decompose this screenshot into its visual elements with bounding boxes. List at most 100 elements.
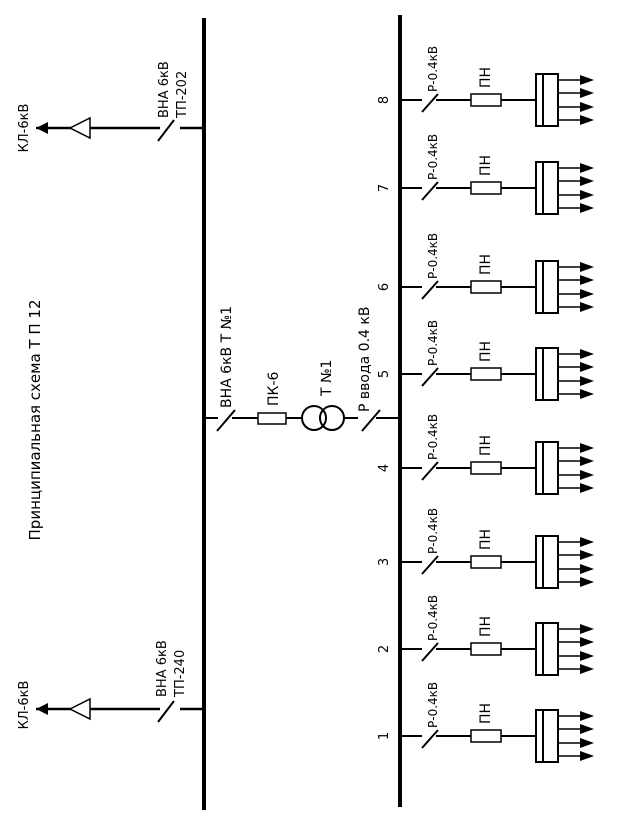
distribution-box-icon xyxy=(535,535,559,589)
feeder-4: 4 Р-0.4кВ ПН xyxy=(377,414,594,495)
arrow-icon xyxy=(580,577,594,587)
arrow-icon xyxy=(580,349,594,359)
switch-icon xyxy=(421,93,439,113)
fuse-icon xyxy=(470,729,502,743)
arrow-icon xyxy=(580,176,594,186)
feeder-number: 5 xyxy=(377,370,392,378)
arrow-icon xyxy=(580,262,594,272)
switch-icon xyxy=(421,181,439,201)
arrow-icon xyxy=(580,275,594,285)
fuse-label: ПН xyxy=(478,67,494,88)
arrow-icon xyxy=(580,302,594,312)
fuse-icon xyxy=(470,367,502,381)
arrow-icon xyxy=(580,443,594,453)
diagram-title: Принципиальная схема Т П 12 xyxy=(26,300,44,541)
cable-termination-icon xyxy=(68,116,91,140)
transformer-winding-icon xyxy=(301,405,327,431)
feeder-2: 2 Р-0.4кВ ПН xyxy=(377,595,594,676)
arrow-icon xyxy=(580,751,594,761)
fuse-icon xyxy=(470,280,502,294)
arrow-icon xyxy=(580,470,594,480)
fuse-icon xyxy=(470,642,502,656)
feeder-number: 4 xyxy=(377,464,392,472)
switch-label: Р-0.4кВ xyxy=(426,595,440,641)
arrow-icon xyxy=(580,624,594,634)
input-switch-label: Р ввода 0.4 кВ xyxy=(357,307,373,412)
distribution-box-icon xyxy=(535,73,559,127)
arrow-icon xyxy=(580,203,594,213)
arrow-icon xyxy=(580,115,594,125)
transformer-winding-icon xyxy=(319,405,345,431)
transformer-label: Т №1 xyxy=(319,360,335,397)
feeder-number: 3 xyxy=(377,558,392,566)
switch-label: Р-0.4кВ xyxy=(426,134,440,180)
arrow-icon xyxy=(36,122,48,134)
distribution-box-icon xyxy=(535,161,559,215)
cable-termination-icon xyxy=(68,697,91,721)
fuse-icon xyxy=(470,93,502,107)
arrow-icon xyxy=(580,389,594,399)
switch-label: Р-0.4кВ xyxy=(426,414,440,460)
fuse-icon xyxy=(257,412,287,425)
distribution-box-icon xyxy=(535,260,559,314)
arrow-icon xyxy=(36,703,48,715)
arrow-icon xyxy=(580,738,594,748)
arrow-icon xyxy=(580,75,594,85)
distribution-box-icon xyxy=(535,709,559,763)
fuse-label: ПН xyxy=(478,529,494,550)
fuse-label: ПН xyxy=(478,254,494,275)
switch-label: ВНА 6кВ xyxy=(155,640,170,697)
arrow-icon xyxy=(580,456,594,466)
distribution-box-icon xyxy=(535,441,559,495)
distribution-box-icon xyxy=(535,622,559,676)
arrow-icon xyxy=(580,362,594,372)
fuse-icon xyxy=(470,461,502,475)
switch-icon xyxy=(421,367,439,387)
fuse-label: ПН xyxy=(478,341,494,362)
arrow-icon xyxy=(580,88,594,98)
feeder-number: 1 xyxy=(377,732,392,740)
switch-label: Р-0.4кВ xyxy=(426,233,440,279)
distribution-box-icon xyxy=(535,347,559,401)
switch-label: Р-0.4кВ xyxy=(426,46,440,92)
switch-label: ВНА 6кВ Т №1 xyxy=(219,306,235,408)
incoming-line-bottom: КЛ-6кВ ВНА 6кВ ТП-240 xyxy=(17,640,204,729)
arrow-icon xyxy=(580,711,594,721)
switch-label: Р-0.4кВ xyxy=(426,682,440,728)
cable-label: КЛ-6кВ xyxy=(17,681,32,730)
switch-label: Р-0.4кВ xyxy=(426,320,440,366)
feeder-number: 2 xyxy=(377,645,392,653)
arrow-icon xyxy=(580,637,594,647)
feeder-5: 5 Р-0.4кВ ПН xyxy=(377,320,594,401)
switch-icon xyxy=(421,729,439,749)
switch-icon xyxy=(421,461,439,481)
arrow-icon xyxy=(580,550,594,560)
transformer-branch: ВНА 6кВ Т №1 ПК-6 Т №1 Р ввода 0.4 кВ xyxy=(204,306,400,432)
feeder-number: 6 xyxy=(377,283,392,291)
feeder-number: 7 xyxy=(377,184,392,192)
fuse-label: ПН xyxy=(478,155,494,176)
arrow-icon xyxy=(580,724,594,734)
fuse-label: ПН xyxy=(478,703,494,724)
fuse-icon xyxy=(470,555,502,569)
fuse-label: ПН xyxy=(478,435,494,456)
switch-label: ВНА 6кВ xyxy=(157,61,172,118)
line-label: ТП-240 xyxy=(173,650,188,698)
line-label: ТП-202 xyxy=(175,71,190,119)
arrow-icon xyxy=(580,163,594,173)
fuse-label: ПК-6 xyxy=(266,371,282,406)
arrow-icon xyxy=(580,664,594,674)
switch-icon xyxy=(421,555,439,575)
feeder-1: 1 Р-0.4кВ ПН xyxy=(377,682,594,763)
arrow-icon xyxy=(580,376,594,386)
fuse-icon xyxy=(470,181,502,195)
cable-label: КЛ-6кВ xyxy=(17,104,32,153)
switch-icon xyxy=(421,280,439,300)
fuse-label: ПН xyxy=(478,616,494,637)
arrow-icon xyxy=(580,102,594,112)
arrow-icon xyxy=(580,190,594,200)
